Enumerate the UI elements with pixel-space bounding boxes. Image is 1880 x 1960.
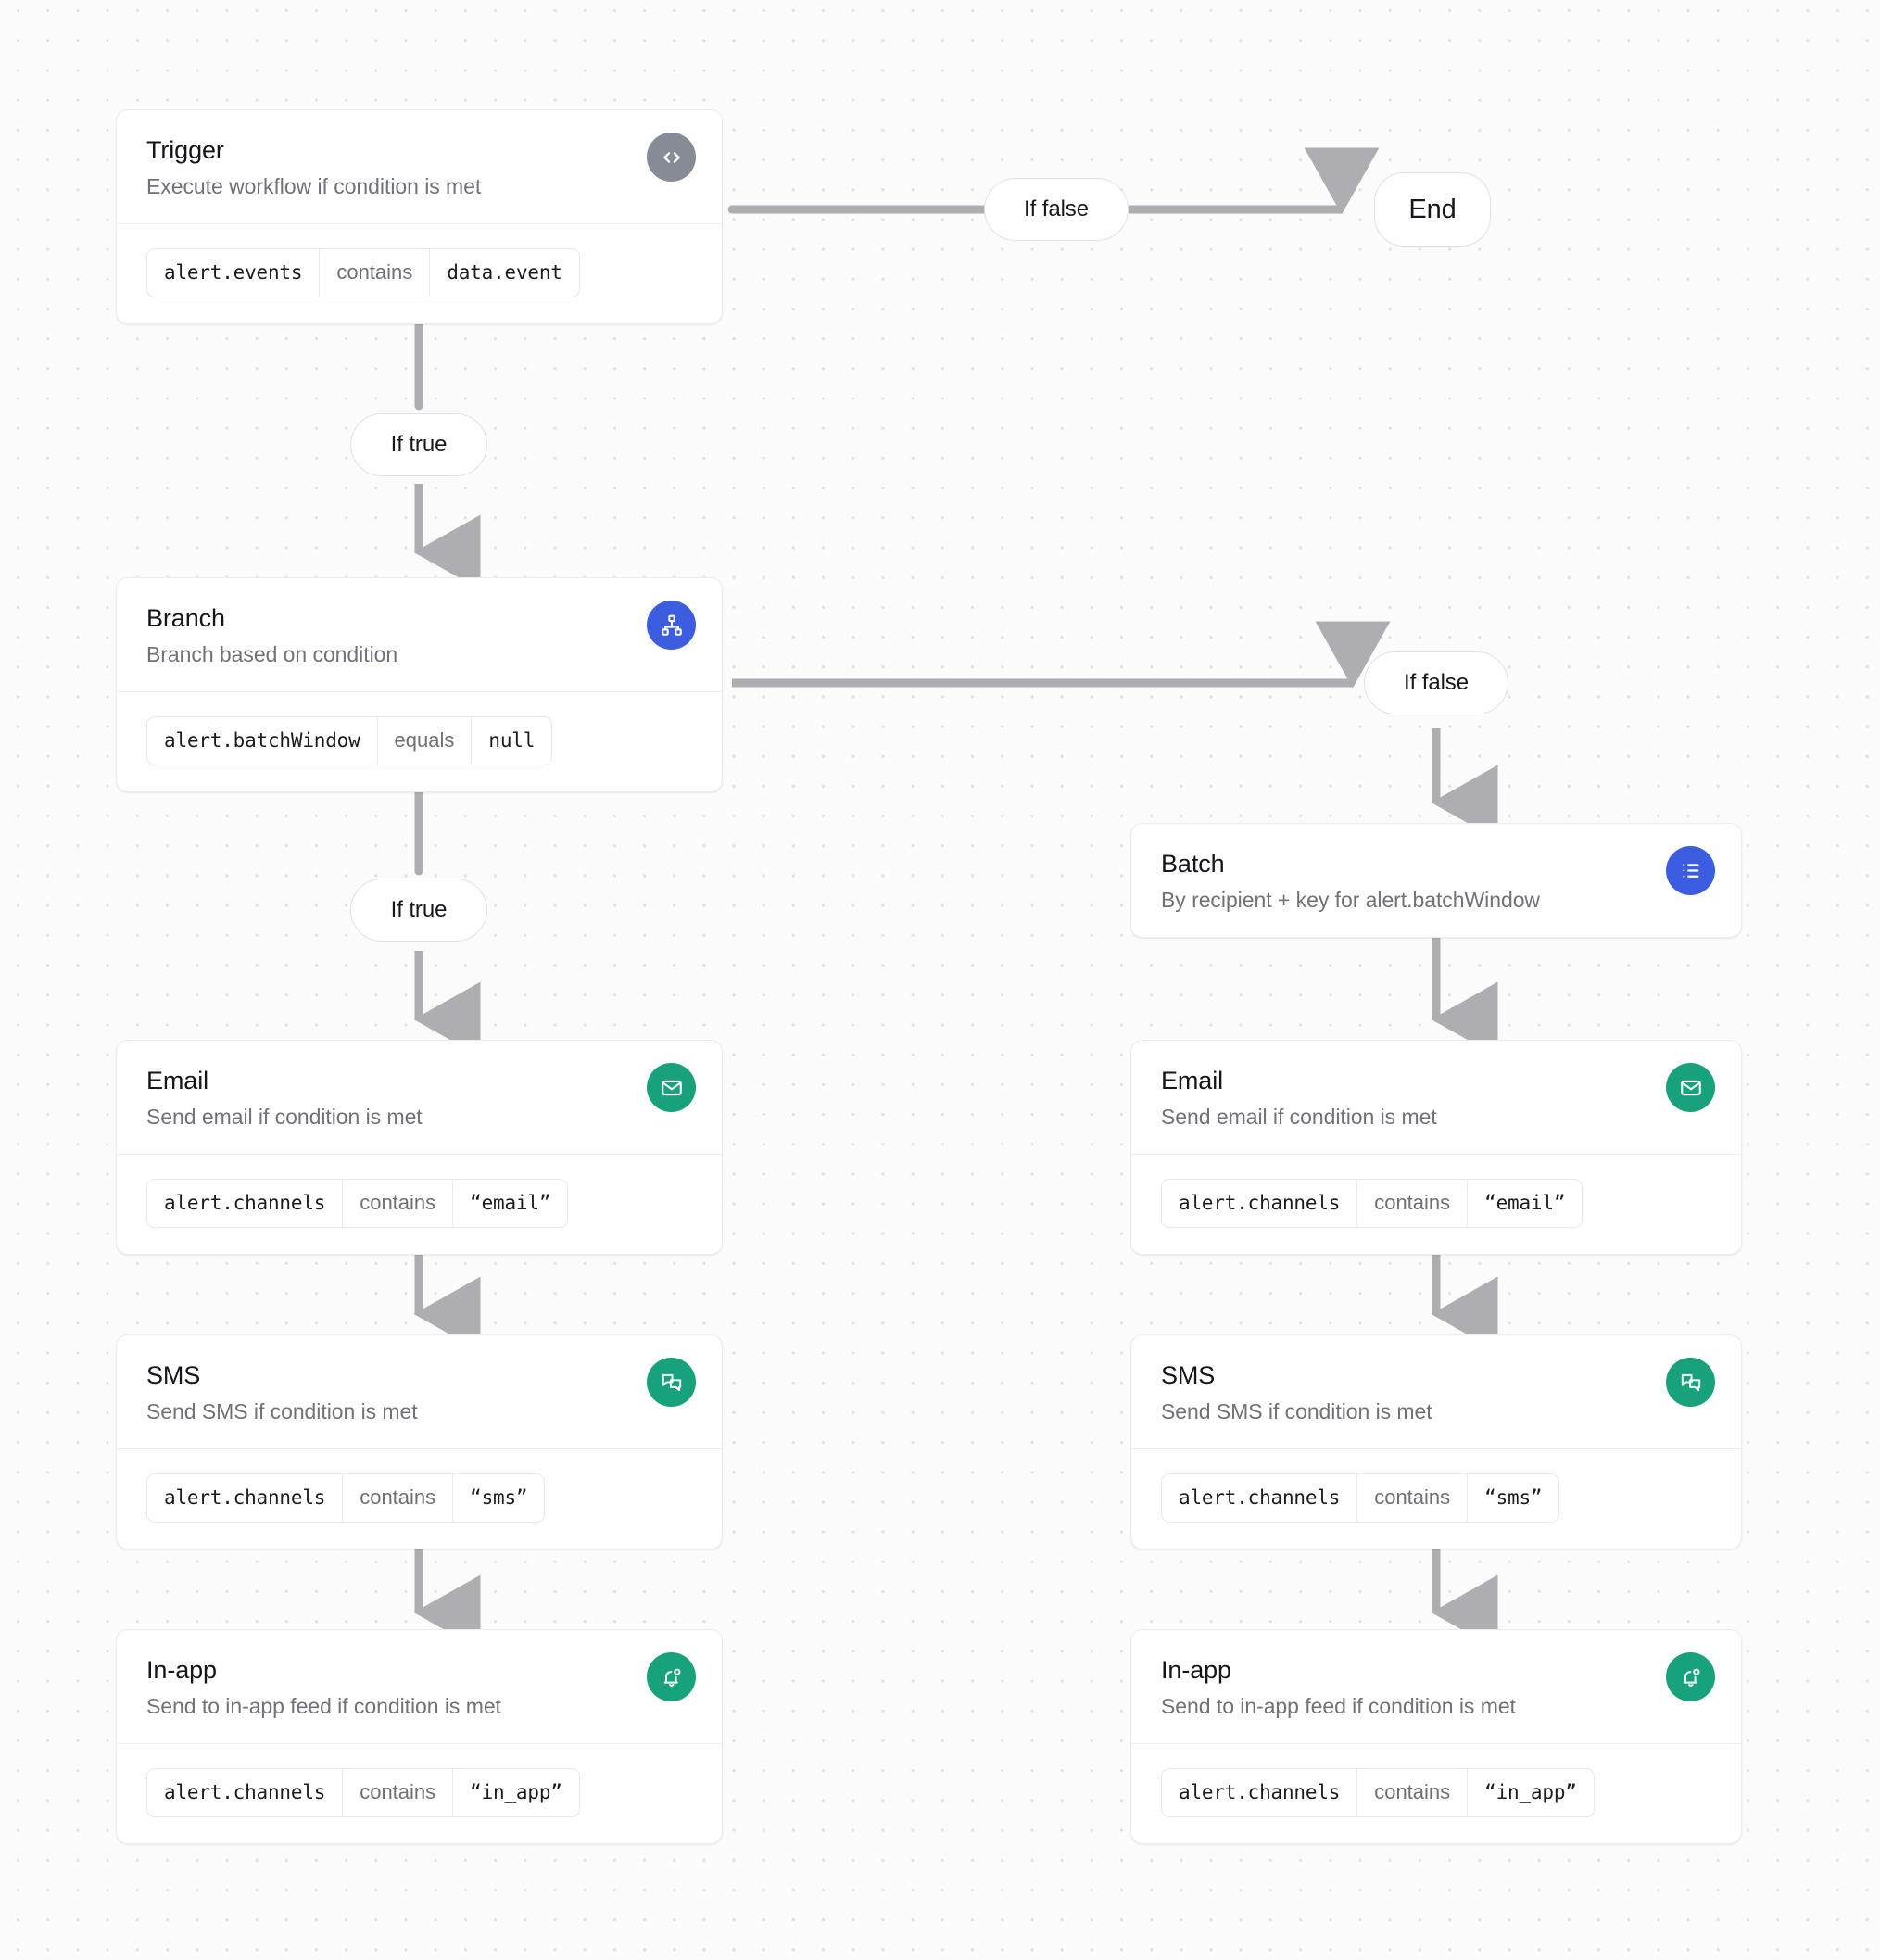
envelope-icon [1666,1063,1715,1112]
node-inapp-left-condition[interactable]: alert.channels contains “in_app” [117,1742,722,1843]
code-icon [647,133,696,182]
node-sms-right-header: SMS Send SMS if condition is met [1131,1335,1741,1448]
node-email-right[interactable]: Email Send email if condition is met ale… [1130,1040,1742,1255]
condition-value: “email” [1467,1179,1582,1227]
condition-operator: contains [319,248,429,297]
node-email-left-condition[interactable]: alert.channels contains “email” [117,1153,722,1254]
bell-dot-icon [647,1652,696,1701]
edge-label-text: If true [390,432,448,457]
condition-pill[interactable]: alert.channels contains “sms” [146,1473,546,1523]
condition-pill[interactable]: alert.channels contains “in_app” [146,1767,580,1817]
condition-operator: contains [342,1179,452,1227]
node-inapp-left-header: In-app Send to in-app feed if condition … [117,1630,722,1743]
condition-field: alert.channels [1179,1191,1341,1214]
node-email-left-title: Email [146,1067,209,1094]
edge-label-trigger-if-true[interactable]: If true [350,413,487,476]
condition-field: alert.channels [1179,1486,1341,1509]
condition-pill[interactable]: alert.channels contains “sms” [1161,1473,1560,1523]
bell-dot-icon [1666,1652,1715,1701]
chat-bubbles-icon [1666,1358,1715,1407]
node-trigger[interactable]: Trigger Execute workflow if condition is… [116,109,723,324]
condition-operator: contains [342,1768,452,1816]
node-email-right-description: Send email if condition is met [1161,1104,1437,1129]
condition-value: “sms” [452,1473,544,1522]
condition-value: “in_app” [452,1768,579,1816]
node-batch-description: By recipient + key for alert.batchWindow [1161,887,1540,912]
node-sms-left-header: SMS Send SMS if condition is met [117,1335,722,1448]
node-email-left-description: Send email if condition is met [146,1104,423,1129]
condition-field: alert.channels [164,1191,326,1214]
node-trigger-title: Trigger [146,136,224,164]
condition-operator: contains [342,1473,452,1522]
edge-label-text: If true [390,897,448,922]
node-sms-right-condition[interactable]: alert.channels contains “sms” [1131,1448,1741,1549]
node-email-left-header: Email Send email if condition is met [117,1041,722,1154]
edge-label-text: If false [1024,196,1089,221]
condition-pill[interactable]: alert.batchWindow equals null [146,715,553,765]
node-branch-description: Branch based on condition [146,641,398,666]
node-trigger-header: Trigger Execute workflow if condition is… [117,110,722,223]
node-inapp-right-header: In-app Send to in-app feed if condition … [1131,1630,1741,1743]
node-sms-left[interactable]: SMS Send SMS if condition is met alert.c… [116,1334,723,1549]
condition-field: alert.channels [164,1486,326,1509]
edge-label-text: If false [1404,670,1469,695]
node-email-left[interactable]: Email Send email if condition is met ale… [116,1040,723,1255]
node-inapp-right[interactable]: In-app Send to in-app feed if condition … [1130,1629,1742,1844]
condition-field: alert.events [164,260,303,284]
node-trigger-condition[interactable]: alert.events contains data.event [117,222,722,323]
condition-value: data.event [429,248,578,297]
node-inapp-left-description: Send to in-app feed if condition is met [146,1693,501,1718]
node-batch-header: Batch By recipient + key for alert.batch… [1131,824,1741,937]
condition-pill[interactable]: alert.events contains data.event [146,247,580,297]
condition-value: “email” [452,1179,567,1227]
node-inapp-right-title: In-app [1161,1656,1231,1684]
condition-field: alert.channels [164,1780,326,1803]
node-inapp-right-description: Send to in-app feed if condition is met [1161,1693,1516,1718]
edge-label-branch-if-false[interactable]: If false [1364,651,1508,714]
node-branch-header: Branch Branch based on condition [117,578,722,691]
condition-value: null [471,716,551,765]
condition-value: “sms” [1467,1473,1558,1522]
node-batch[interactable]: Batch By recipient + key for alert.batch… [1130,823,1742,938]
node-sms-right-description: Send SMS if condition is met [1161,1398,1432,1423]
node-sms-left-title: SMS [146,1361,201,1389]
node-batch-title: Batch [1161,850,1225,878]
sitemap-icon [647,601,696,650]
node-sms-left-condition[interactable]: alert.channels contains “sms” [117,1448,722,1549]
condition-operator: contains [1356,1179,1467,1227]
chat-bubbles-icon [647,1358,696,1407]
condition-pill[interactable]: alert.channels contains “email” [1161,1178,1583,1228]
node-email-right-condition[interactable]: alert.channels contains “email” [1131,1153,1741,1254]
condition-operator: equals [376,716,472,765]
condition-pill[interactable]: alert.channels contains “in_app” [1161,1767,1595,1817]
condition-operator: contains [1356,1473,1467,1522]
edge-label-trigger-if-false[interactable]: If false [984,178,1129,241]
condition-field: alert.channels [1179,1780,1341,1803]
envelope-icon [647,1063,696,1112]
node-end[interactable]: End [1374,172,1491,247]
condition-operator: contains [1356,1768,1467,1816]
node-inapp-left-title: In-app [146,1656,217,1684]
node-branch-title: Branch [146,604,225,632]
condition-field: alert.batchWindow [164,728,360,752]
node-sms-right-title: SMS [1161,1361,1216,1389]
condition-value: “in_app” [1467,1768,1594,1816]
node-inapp-right-condition[interactable]: alert.channels contains “in_app” [1131,1742,1741,1843]
node-inapp-left[interactable]: In-app Send to in-app feed if condition … [116,1629,723,1844]
list-icon [1666,846,1715,895]
node-branch[interactable]: Branch Branch based on condition alert.b… [116,577,723,792]
node-branch-condition[interactable]: alert.batchWindow equals null [117,690,722,791]
node-email-right-title: Email [1161,1067,1224,1094]
node-email-right-header: Email Send email if condition is met [1131,1041,1741,1154]
node-sms-left-description: Send SMS if condition is met [146,1398,418,1423]
node-trigger-description: Execute workflow if condition is met [146,173,482,198]
edge-label-branch-if-true[interactable]: If true [350,879,487,942]
condition-pill[interactable]: alert.channels contains “email” [146,1178,569,1228]
node-end-label: End [1408,194,1457,224]
node-sms-right[interactable]: SMS Send SMS if condition is met alert.c… [1130,1334,1742,1549]
